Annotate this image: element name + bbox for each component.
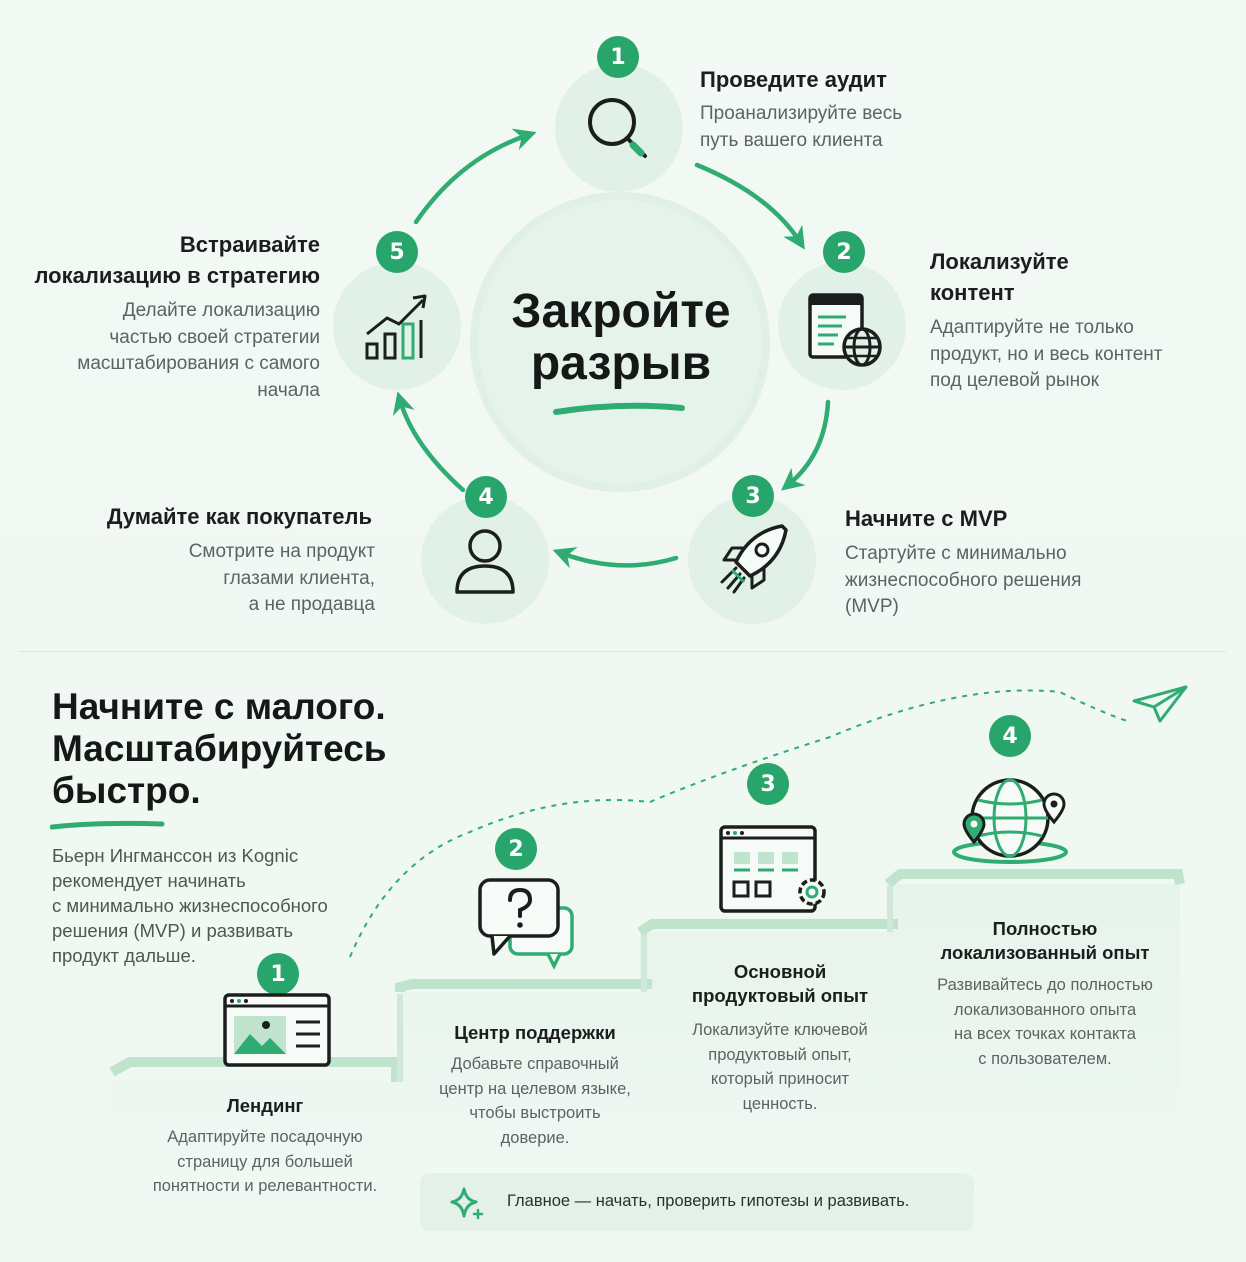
arrow-2-to-3 xyxy=(781,399,831,491)
stair-title-2: Центр поддержки xyxy=(454,1022,616,1043)
center-circle-inner xyxy=(478,200,762,484)
cycle-title-1: Проведите аудит xyxy=(700,67,887,92)
arrow-3-to-4 xyxy=(552,547,679,569)
section2-underline xyxy=(50,820,165,830)
sparkle-icon xyxy=(450,1187,484,1220)
stair-title-1: Лендинг xyxy=(226,1095,304,1116)
cycle-title-4: Думайте как покупатель xyxy=(106,504,372,529)
arrow-4-to-5 xyxy=(392,391,466,493)
growth-chart-icon xyxy=(365,294,427,360)
cycle-badge-5: 5 xyxy=(376,231,418,273)
stair-badge-3: 3 xyxy=(747,763,789,805)
center-title: Закройте разрыв xyxy=(476,286,766,390)
cycle-node-2 xyxy=(778,262,906,390)
cycle-badge-4: 4 xyxy=(465,476,507,518)
cycle-node-3 xyxy=(688,496,816,624)
cycle-node-1 xyxy=(555,64,683,192)
paper-plane-icon xyxy=(1132,685,1188,723)
magnifier-icon xyxy=(588,98,647,158)
stair-badge-4: 4 xyxy=(989,715,1031,757)
stairs-graphics xyxy=(109,689,1185,1192)
cycle-graphics xyxy=(392,128,831,569)
stair-badge-1: 1 xyxy=(257,953,299,995)
cycle-node-5 xyxy=(333,262,461,390)
rocket-icon xyxy=(720,524,788,594)
staircase xyxy=(112,884,1180,1192)
key-takeaway-text: Главное — начать, проверить гипотезы и р… xyxy=(507,1192,910,1210)
landing-page-icon xyxy=(223,993,331,1067)
cycle-badge-2: 2 xyxy=(823,231,865,273)
arrow-1-to-2 xyxy=(694,162,805,250)
help-chat-icon xyxy=(478,878,574,970)
cycle-title-3: Начните с MVP xyxy=(845,506,1008,531)
section-divider xyxy=(18,651,1226,652)
globe-pins-icon xyxy=(952,778,1068,864)
product-dashboard-icon xyxy=(719,825,826,913)
center-title-line2: разрыв xyxy=(530,337,712,390)
center-title-line1: Закройте xyxy=(511,285,731,338)
user-icon xyxy=(455,529,515,594)
stair-badge-2: 2 xyxy=(495,828,537,870)
document-globe-icon xyxy=(808,293,882,367)
center-underline xyxy=(553,402,685,415)
cycle-badge-3: 3 xyxy=(732,475,774,517)
key-takeaway-banner: Главное — начать, проверить гипотезы и р… xyxy=(420,1173,974,1231)
arrow-5-to-1 xyxy=(413,128,537,225)
cycle-badge-1: 1 xyxy=(597,36,639,78)
